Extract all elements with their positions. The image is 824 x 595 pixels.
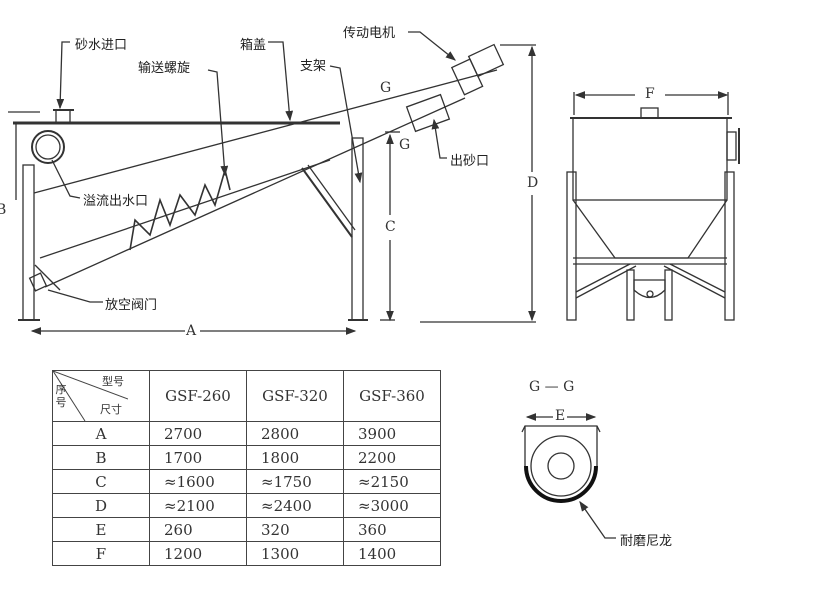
corner-index: 序号 [55,383,67,409]
label-inlet: 砂水进口 [75,38,128,53]
dim-c: C [385,219,396,235]
cell: 1200 [149,541,247,566]
table-row: C≈1600≈1750≈2150 [52,469,441,494]
nylon-liner [524,465,598,503]
cell: 3900 [343,421,441,446]
label-drain-valve: 放空阀门 [105,298,158,313]
cell: 260 [149,517,247,542]
row-key: A [52,421,150,446]
dim-b: B [0,202,7,218]
dim-f: F [645,86,655,102]
cell: 1400 [343,541,441,566]
cell: 2800 [246,421,344,446]
cell: ≈2100 [149,493,247,518]
overflow-flange [31,130,65,164]
label-section-g: G [399,137,411,153]
label-motor: 传动电机 [343,26,396,41]
label-section-g: G [380,80,392,96]
row-key: C [52,469,150,494]
sand-outlet [405,93,451,133]
brace [301,167,353,238]
section-title: G — G [529,379,575,395]
corner-cell: 型号 尺寸 序号 [52,370,150,422]
corner-size: 尺寸 [100,403,122,416]
cell: ≈3000 [343,493,441,518]
cell: ≈2150 [343,469,441,494]
corner-diagonals [53,371,128,421]
section-view [521,413,616,539]
table-row: D≈2100≈2400≈3000 [52,493,441,518]
dim-e: E [555,408,566,424]
left-leg [22,164,35,321]
cell: 1800 [246,445,344,470]
cell: 2700 [149,421,247,446]
label-screw: 输送螺旋 [138,61,191,76]
trough-top [33,69,498,194]
cell: ≈2400 [246,493,344,518]
cell: ≈1750 [246,469,344,494]
table-header-row: 型号 尺寸 序号 GSF-260 GSF-320 GSF-360 [52,370,441,422]
dim-a: A [186,323,197,339]
row-key: D [52,493,150,518]
side-view [8,31,536,335]
cell: 1300 [246,541,344,566]
label-overflow: 溢流出水口 [83,194,149,209]
screw-flights [129,166,231,251]
drain-valve [28,272,48,292]
cell: 2200 [343,445,441,470]
column-header: GSF-260 [149,370,247,422]
label-frame: 支架 [300,59,327,74]
cell: 360 [343,517,441,542]
column-header: GSF-320 [246,370,344,422]
cell: ≈1600 [149,469,247,494]
cell: 320 [246,517,344,542]
inlet-pipe [55,109,71,124]
corner-model: 型号 [102,375,124,388]
row-key: E [52,517,150,542]
trough-bottom [44,97,466,288]
dim-d: D [527,175,539,191]
label-sand-outlet: 出砂口 [450,154,490,169]
end-view [566,91,740,321]
row-key: F [52,541,150,566]
label-cover: 箱盖 [240,38,267,53]
column-header: GSF-360 [343,370,441,422]
cell: 1700 [149,445,247,470]
label-nylon-liner: 耐磨尼龙 [620,534,673,549]
drive-motor [450,43,505,96]
row-key: B [52,445,150,470]
